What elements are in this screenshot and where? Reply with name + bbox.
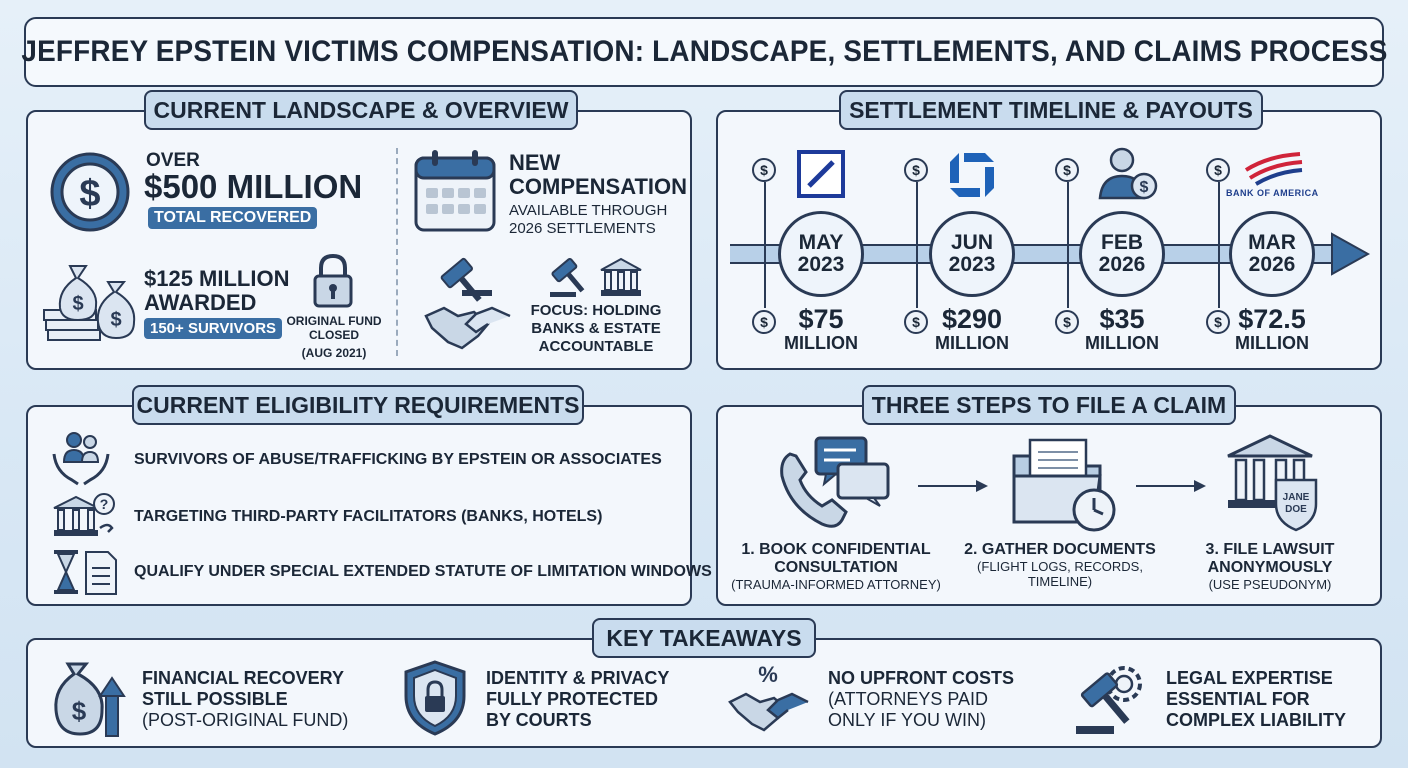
- dollar-coin-icon: $: [1055, 310, 1079, 334]
- dollar-coin-icon: $: [904, 310, 928, 334]
- payout-amount-1: $290 MILLION: [935, 304, 1009, 353]
- gavel-handshake-icon: [424, 257, 511, 350]
- calendar-icon: [414, 150, 496, 232]
- svg-text:$: $: [72, 293, 83, 315]
- date-month: FEB: [1101, 231, 1143, 254]
- timeline-heading: SETTLEMENT TIMELINE & PAYOUTS: [839, 90, 1263, 130]
- courthouse-shield-icon: JANE DOE: [1227, 434, 1318, 532]
- svg-text:$: $: [110, 309, 121, 331]
- payout-amount-0: $75 MILLION: [784, 304, 858, 353]
- timeline-date-may-2023: MAY 2023: [778, 211, 864, 297]
- survivors-hands-icon: [52, 432, 110, 486]
- dollar-coin-icon: $: [752, 310, 776, 334]
- dollar-coin-icon: $: [904, 158, 928, 182]
- doc-label-jane: JANE: [1283, 492, 1310, 503]
- gavel-gear-icon: [1076, 666, 1142, 734]
- shield-lock-icon: [404, 660, 466, 736]
- eligibility-panel: [26, 405, 692, 606]
- dollar-coin-icon: $: [1206, 158, 1230, 182]
- folder-clock-icon: [1012, 438, 1116, 532]
- landscape-divider: [396, 148, 398, 356]
- takeaways-heading: KEY TAKEAWAYS: [592, 618, 816, 658]
- timeline-date-mar-2026: MAR 2026: [1229, 211, 1315, 297]
- svg-text:$: $: [79, 173, 100, 215]
- takeaway-1: FINANCIAL RECOVERY STILL POSSIBLE (POST-…: [142, 668, 349, 730]
- total-prefix: OVER: [146, 150, 200, 171]
- svg-text:$: $: [1140, 179, 1149, 196]
- total-amount: $500 MILLION: [144, 168, 363, 205]
- timeline-date-jun-2023: JUN 2023: [929, 211, 1015, 297]
- steps-heading: THREE STEPS TO FILE A CLAIM: [862, 385, 1236, 425]
- new-comp-sub-1: AVAILABLE THROUGH: [509, 202, 668, 219]
- bank-question-icon: ?: [53, 493, 115, 536]
- phone-chat-icon: [780, 436, 890, 528]
- focus-line-1: FOCUS: HOLDING: [530, 302, 662, 319]
- money-bag-arrow-icon: $: [54, 662, 126, 737]
- svg-text:$: $: [72, 696, 87, 726]
- bank-icon: [600, 257, 642, 296]
- date-month: JUN: [950, 231, 993, 254]
- new-comp-title-2: COMPENSATION: [509, 174, 688, 199]
- date-month: MAY: [798, 231, 844, 254]
- new-comp-title-1: NEW: [509, 150, 561, 175]
- date-year: 2023: [797, 253, 845, 276]
- focus-line-2: BANKS & ESTATE: [531, 320, 661, 337]
- timeline-stem: [916, 182, 918, 308]
- timeline-stem: [1067, 182, 1069, 308]
- dollar-circle-icon: $: [50, 152, 130, 232]
- lock-icon: [313, 253, 353, 308]
- eligibility-item-2: TARGETING THIRD-PARTY FACILITATORS (BANK…: [134, 508, 603, 525]
- eligibility-item-1: SURVIVORS OF ABUSE/TRAFFICKING BY EPSTEI…: [134, 451, 662, 468]
- takeaway-3: NO UPFRONT COSTS (ATTORNEYS PAID ONLY IF…: [828, 668, 1015, 730]
- new-comp-sub-2: 2026 SETTLEMENTS: [509, 220, 656, 237]
- awarded-amount: $125 MILLION: [144, 266, 290, 291]
- dollar-coin-icon: $: [1055, 158, 1079, 182]
- bank-of-america-logo-text: BANK OF AMERICA: [1226, 188, 1319, 198]
- total-badge: TOTAL RECOVERED: [148, 207, 318, 229]
- dollar-coin-icon: $: [752, 158, 776, 182]
- step-3: 3. FILE LAWSUIT ANONYMOUSLY (USE PSEUDON…: [1205, 541, 1335, 592]
- date-year: 2026: [1098, 253, 1146, 276]
- title-banner: JEFFREY EPSTEIN VICTIMS COMPENSATION: LA…: [20, 17, 1388, 87]
- timeline-arrowhead: [1331, 232, 1370, 276]
- bank-of-america-flag-icon: [1244, 152, 1303, 186]
- chase-logo: [950, 153, 994, 197]
- eligibility-heading: CURRENT ELIGIBILITY REQUIREMENTS: [132, 385, 584, 425]
- awarded-label: AWARDED: [144, 290, 257, 315]
- survivors-badge: 150+ SURVIVORS: [144, 318, 283, 339]
- svg-text:?: ?: [100, 496, 109, 512]
- doc-label-doe: DOE: [1285, 504, 1307, 515]
- takeaway-2: IDENTITY & PRIVACY FULLY PROTECTED BY CO…: [486, 668, 670, 730]
- step-1: 1. BOOK CONFIDENTIAL CONSULTATION (TRAUM…: [731, 541, 941, 592]
- focus-line-3: ACCOUNTABLE: [538, 338, 654, 355]
- payout-amount-2: $35 MILLION: [1085, 304, 1159, 353]
- timeline-stem: [764, 182, 766, 308]
- eligibility-item-3: QUALIFY UNDER SPECIAL EXTENDED STATUTE O…: [134, 563, 712, 580]
- landscape-heading: CURRENT LANDSCAPE & OVERVIEW: [144, 90, 578, 130]
- fund-date: (AUG 2021): [301, 346, 367, 360]
- arrow-right-icon: [918, 480, 988, 492]
- hourglass-document-icon: [54, 550, 117, 595]
- deutsche-bank-logo: [797, 150, 845, 198]
- arrow-right-icon: [1136, 480, 1206, 492]
- landscape-panel: [26, 110, 692, 370]
- svg-text:%: %: [758, 662, 778, 687]
- timeline-stem: [1218, 182, 1220, 308]
- fund-status: ORIGINAL FUND CLOSED: [286, 314, 382, 342]
- gavel-icon: [550, 258, 585, 297]
- money-bags-icon: $ $: [43, 265, 136, 341]
- timeline-track: [730, 244, 1344, 264]
- date-year: 2026: [1248, 253, 1296, 276]
- page-title: JEFFREY EPSTEIN VICTIMS COMPENSATION: LA…: [20, 35, 1388, 68]
- date-month: MAR: [1248, 231, 1296, 254]
- handshake-percent-icon: %: [728, 662, 809, 732]
- step-2: 2. GATHER DOCUMENTS (FLIGHT LOGS, RECORD…: [964, 541, 1156, 589]
- date-year: 2023: [948, 253, 996, 276]
- timeline-date-feb-2026: FEB 2026: [1079, 211, 1165, 297]
- takeaway-4: LEGAL EXPERTISE ESSENTIAL FOR COMPLEX LI…: [1166, 668, 1346, 730]
- dollar-coin-icon: $: [1206, 310, 1230, 334]
- payout-amount-3: $72.5 MILLION: [1235, 304, 1309, 353]
- person-dollar-icon: $: [1098, 147, 1158, 200]
